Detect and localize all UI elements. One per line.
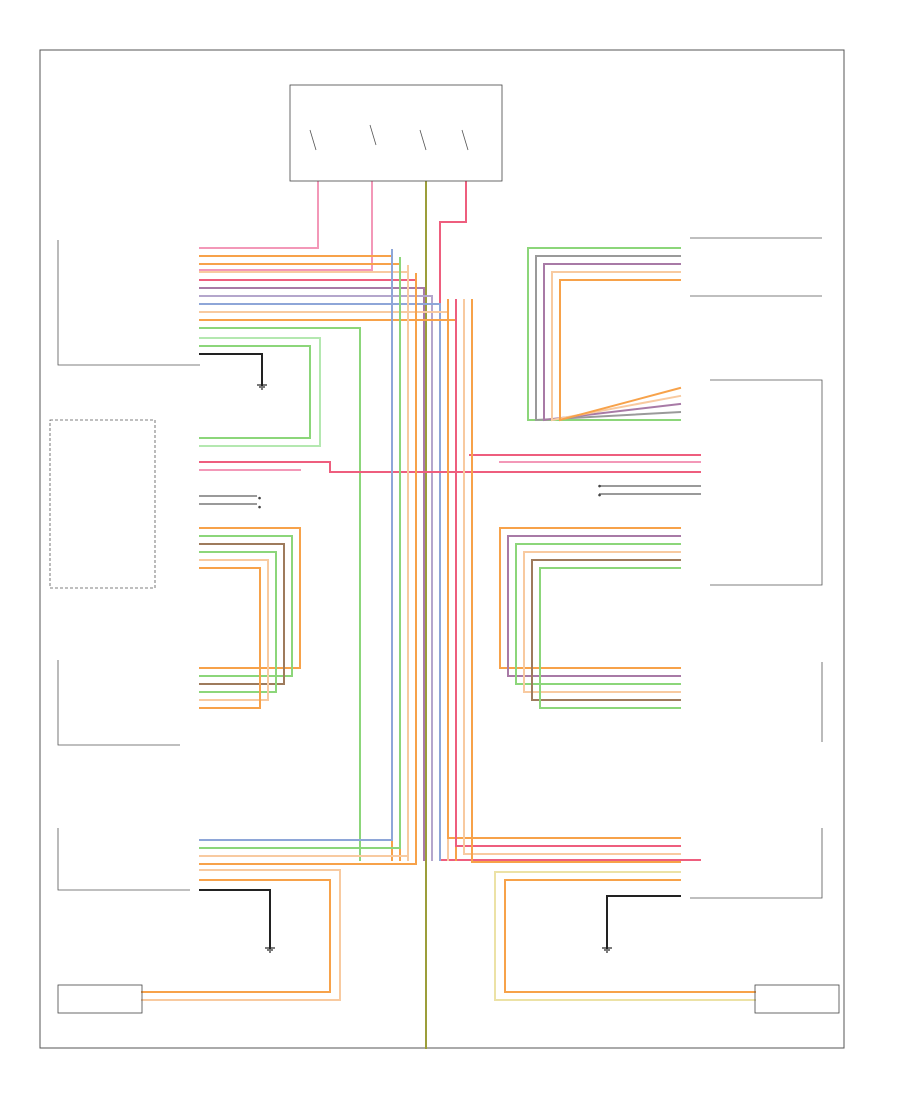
passenger-lock-switch xyxy=(690,237,822,297)
pin-marker: ● xyxy=(258,496,261,500)
wire-trunk-right-1 xyxy=(455,299,681,847)
driver-lock-switch xyxy=(57,240,200,366)
wire-driver-switch-3 xyxy=(199,271,409,861)
wire-rr-gnd xyxy=(199,889,271,949)
wire-driver-switch-green2 xyxy=(199,345,311,439)
wire-pass-motor-4 xyxy=(531,559,681,701)
wire-pass-switch-1 xyxy=(535,255,682,422)
wire-trunk-right-2 xyxy=(463,299,681,855)
wire-lr-b xyxy=(504,879,756,993)
passenger-door-module xyxy=(710,379,823,586)
wire-pass-switch-4 xyxy=(559,279,682,422)
wire-driver-switch-8 xyxy=(199,311,449,861)
wire-driver-motor-4 xyxy=(199,559,269,701)
wire-fuse-d xyxy=(439,181,701,861)
fuse-panel xyxy=(289,84,503,182)
wire-layer xyxy=(141,181,756,1049)
left-rear-motor xyxy=(754,984,840,1014)
wire-trunk-left-1 xyxy=(199,257,401,849)
wire-pass-motor-0 xyxy=(499,527,681,669)
wire-rr-b xyxy=(141,879,331,993)
ground-symbols xyxy=(257,384,612,953)
wire-driver-switch-4 xyxy=(199,279,417,861)
wire-driver-gnd xyxy=(199,353,263,386)
connector-pins: ● ● ● ● xyxy=(258,484,601,509)
pin-marker: ● xyxy=(598,484,601,488)
wire-driver-motor-5 xyxy=(199,567,261,709)
wire-driver-motor-3 xyxy=(199,551,277,693)
wire-pass-switch-3 xyxy=(551,271,682,422)
wire-driver-switch-10 xyxy=(199,327,361,861)
wire-trunk-right-3 xyxy=(471,299,681,863)
wire-pass-motor-2 xyxy=(515,543,681,685)
wire-trunk-right-0 xyxy=(447,299,681,839)
wire-driver-switch-7 xyxy=(199,303,441,861)
ground-icon xyxy=(257,384,267,390)
wire-fuse-b xyxy=(199,181,373,271)
wire-driver-switch-6 xyxy=(199,295,433,861)
wire-lr-gnd xyxy=(606,895,681,949)
wire-driver-motor-2 xyxy=(199,543,285,685)
left-rear-switch xyxy=(690,828,823,899)
wire-driver-switch-5 xyxy=(199,287,425,861)
diagram-frame xyxy=(39,49,845,1049)
wire-lr-a xyxy=(494,871,756,1001)
wire-trunk-left-0 xyxy=(199,249,393,841)
wire-pass-motor-3 xyxy=(523,551,681,693)
wire-trunk-left-2 xyxy=(199,265,409,857)
pin-marker: ● xyxy=(258,505,261,509)
wire-pass-switch-2 xyxy=(543,263,682,422)
wire-driver-switch-9 xyxy=(199,319,457,861)
wire-fuse-a xyxy=(199,181,319,249)
right-rear-motor xyxy=(57,984,143,1014)
driver-door-module xyxy=(49,419,156,589)
pin-marker: ● xyxy=(598,493,601,497)
wire-ddm-a xyxy=(199,461,701,473)
wire-pass-switch-0 xyxy=(527,247,681,421)
ground-icon xyxy=(602,947,612,953)
wire-driver-motor-0 xyxy=(199,527,301,669)
wire-driver-switch-green xyxy=(199,337,321,447)
wire-rr-a xyxy=(141,869,341,1001)
right-rear-switch xyxy=(57,828,190,891)
wire-trunk-left-3 xyxy=(199,273,417,865)
wire-driver-motor-1 xyxy=(199,535,293,677)
wire-pass-motor-1 xyxy=(507,535,681,677)
wire-pass-motor-5 xyxy=(539,567,681,709)
ground-icon xyxy=(265,947,275,953)
driver-window-motor xyxy=(57,660,180,746)
